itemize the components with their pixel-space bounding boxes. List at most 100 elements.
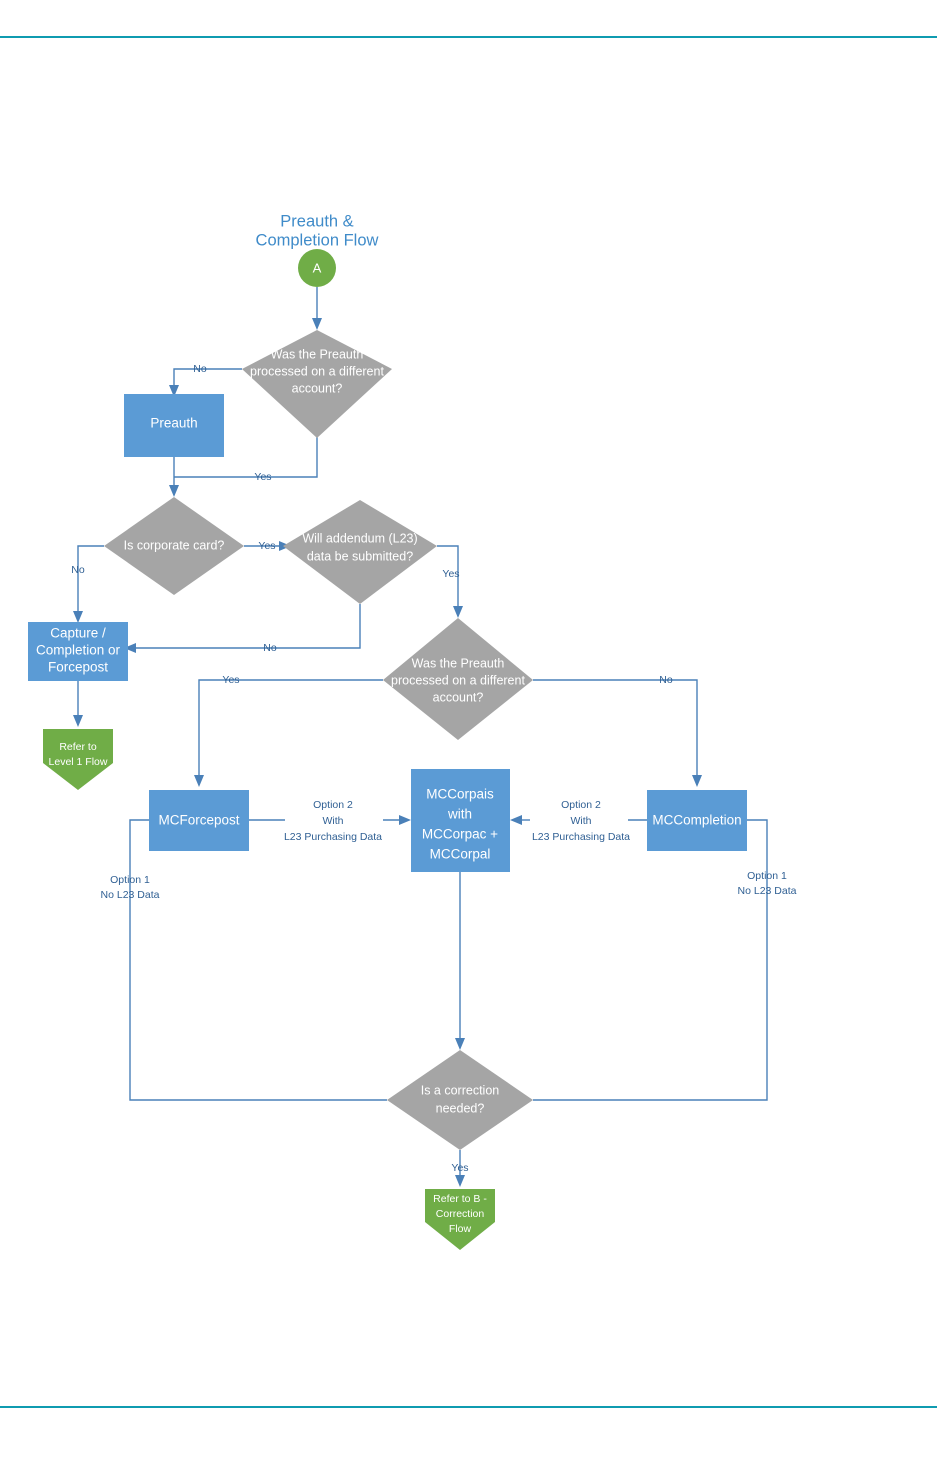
edge-label-d4-yes: Yes bbox=[222, 674, 239, 686]
edge-label-option2-left-line1: Option 2 bbox=[313, 799, 353, 811]
process-mccorpais-line1: MCCorpais bbox=[426, 787, 494, 802]
connector-d2-no-to-capture bbox=[77, 545, 104, 613]
edge-label-option1-left-line1: Option 1 bbox=[110, 874, 150, 886]
edge-label-correction-yes: Yes bbox=[451, 1162, 468, 1174]
arrowhead-preauth-to-d2 bbox=[169, 485, 179, 497]
connector-mccompletion-option1-to-correction bbox=[533, 819, 768, 1101]
arrowhead-d3-no-to-capture bbox=[124, 643, 136, 653]
node-process-mccompletion[interactable]: MCCompletion bbox=[647, 790, 747, 851]
terminator-correction-line3: Flow bbox=[449, 1223, 472, 1235]
process-capture-shape bbox=[28, 622, 128, 681]
connector-d3-no-to-capture bbox=[133, 604, 361, 649]
arrowhead-d1-no-to-preauth bbox=[169, 385, 179, 397]
top-rule-divider bbox=[0, 36, 937, 38]
edge-label-layer: No Yes No Yes No Yes Yes No Yes Option 2… bbox=[71, 363, 796, 1174]
decision-preauth-2-line1: Was the Preauth bbox=[412, 656, 505, 670]
terminator-correction-shape bbox=[425, 1189, 495, 1250]
process-mcforcepost-shape bbox=[149, 790, 249, 851]
decision-addendum-line2: data be submitted? bbox=[307, 549, 413, 563]
arrowhead-d4-yes-to-mcforcepost bbox=[194, 775, 204, 787]
terminator-correction-line1: Refer to B - bbox=[433, 1193, 487, 1205]
terminator-level1-line2: Level 1 Flow bbox=[49, 756, 108, 768]
flow-title: Preauth & Completion Flow bbox=[256, 212, 379, 249]
start-circle-shape bbox=[298, 249, 336, 287]
arrowhead-mccompletion-to-mccorpais bbox=[510, 815, 522, 825]
node-process-preauth[interactable]: Preauth bbox=[124, 394, 224, 457]
decision-preauth-2-line2: processed on a different bbox=[391, 673, 525, 687]
edge-label-option2-left: Option 2 With L23 Purchasing Data bbox=[284, 799, 382, 843]
process-capture-line3: Forcepost bbox=[48, 660, 108, 675]
connector-d4-yes-to-mcforcepost bbox=[198, 679, 383, 777]
edge-label-option1-left: Option 1 No L23 Data bbox=[101, 874, 160, 901]
decision-addendum-shape bbox=[283, 500, 437, 604]
process-mccorpais-shape bbox=[411, 769, 510, 872]
process-mcforcepost-label: MCForcepost bbox=[158, 813, 239, 828]
decision-preauth-2-shape bbox=[383, 618, 533, 740]
process-mccompletion-shape bbox=[647, 790, 747, 851]
arrowhead-d4-no-to-mccompletion bbox=[692, 775, 702, 787]
node-process-mcforcepost[interactable]: MCForcepost bbox=[149, 790, 249, 851]
process-preauth-label: Preauth bbox=[150, 416, 197, 431]
process-mccorpais-line4: MCCorpal bbox=[430, 847, 491, 862]
decision-diamond-shape bbox=[242, 330, 392, 438]
arrowhead-correction-yes-to-terminator bbox=[455, 1175, 465, 1187]
edge-label-d1-no: No bbox=[193, 363, 207, 375]
node-decision-correction-needed[interactable]: Is a correction needed? bbox=[387, 1050, 533, 1150]
arrowhead-capture-to-level1 bbox=[73, 715, 83, 727]
process-mccorpais-line3: MCCorpac + bbox=[422, 827, 498, 842]
connector-d3-yes-to-d4 bbox=[437, 545, 459, 608]
connector-mcforcepost-option1-to-correction bbox=[129, 819, 387, 1101]
edge-label-option2-left-line3: L23 Purchasing Data bbox=[284, 831, 382, 843]
process-capture-line1: Capture / bbox=[50, 626, 106, 641]
process-mccompletion-label: MCCompletion bbox=[652, 813, 741, 828]
flow-title-line2: Completion Flow bbox=[256, 231, 379, 249]
decision-corporate-card-shape bbox=[104, 497, 244, 595]
terminator-correction-line2: Correction bbox=[436, 1208, 485, 1220]
node-start-a[interactable]: A bbox=[298, 249, 336, 287]
arrowhead-mccorpais-to-correction bbox=[455, 1038, 465, 1050]
node-process-capture-completion-forcepost[interactable]: Capture / Completion or Forcepost bbox=[28, 622, 128, 681]
edge-label-d4-no: No bbox=[659, 674, 673, 686]
edge-label-option1-right-line2: No L23 Data bbox=[738, 885, 797, 897]
node-decision-corporate-card[interactable]: Is corporate card? bbox=[104, 497, 244, 595]
edge-label-d3-yes: Yes bbox=[442, 568, 459, 580]
terminator-level1-line1: Refer to bbox=[59, 741, 97, 753]
node-decision-addendum-l23[interactable]: Will addendum (L23) data be submitted? bbox=[283, 500, 437, 604]
node-terminator-level1-flow[interactable]: Refer to Level 1 Flow bbox=[43, 729, 113, 790]
edge-label-d2-yes: Yes bbox=[258, 540, 275, 552]
edge-label-option2-right-line2: With bbox=[571, 815, 592, 827]
decision-preauth-2-line3: account? bbox=[433, 690, 484, 704]
edge-label-d2-no: No bbox=[71, 564, 85, 576]
node-decision-preauth-different-account-1[interactable]: Was the Preauth processed on a different… bbox=[242, 330, 392, 438]
edge-label-d1-yes: Yes bbox=[254, 471, 271, 483]
decision-1-line1: Was the Preauth bbox=[271, 347, 364, 361]
edge-label-option2-right: Option 2 With L23 Purchasing Data bbox=[532, 799, 630, 843]
bottom-rule-divider bbox=[0, 1406, 937, 1408]
edge-label-option2-right-line3: L23 Purchasing Data bbox=[532, 831, 630, 843]
decision-corporate-card-label: Is corporate card? bbox=[124, 538, 225, 552]
decision-correction-line2: needed? bbox=[436, 1101, 485, 1115]
node-decision-preauth-different-account-2[interactable]: Was the Preauth processed on a different… bbox=[383, 618, 533, 740]
arrowhead-start-to-d1 bbox=[312, 318, 322, 330]
arrowhead-d2-no-to-capture bbox=[73, 611, 83, 623]
process-capture-line2: Completion or bbox=[36, 643, 121, 658]
connector-d4-no-to-mccompletion bbox=[533, 679, 698, 777]
start-circle-label: A bbox=[313, 260, 322, 275]
edge-label-option2-right-line1: Option 2 bbox=[561, 799, 601, 811]
edge-label-option1-right: Option 1 No L23 Data bbox=[738, 870, 797, 897]
connector-layer bbox=[73, 287, 768, 1187]
flow-title-line1: Preauth & bbox=[280, 212, 353, 230]
edge-label-option1-right-line1: Option 1 bbox=[747, 870, 787, 882]
decision-1-line3: account? bbox=[292, 381, 343, 395]
process-preauth-shape bbox=[124, 394, 224, 457]
node-terminator-correction-flow[interactable]: Refer to B - Correction Flow bbox=[425, 1189, 495, 1250]
edge-label-option2-left-line2: With bbox=[323, 815, 344, 827]
decision-correction-shape bbox=[387, 1050, 533, 1150]
process-mccorpais-line2: with bbox=[447, 807, 472, 822]
edge-label-d3-no: No bbox=[263, 642, 277, 654]
decision-addendum-line1: Will addendum (L23) bbox=[302, 531, 417, 545]
edge-label-option1-left-line2: No L23 Data bbox=[101, 889, 160, 901]
node-process-mccorpais[interactable]: MCCorpais with MCCorpac + MCCorpal bbox=[411, 769, 510, 872]
